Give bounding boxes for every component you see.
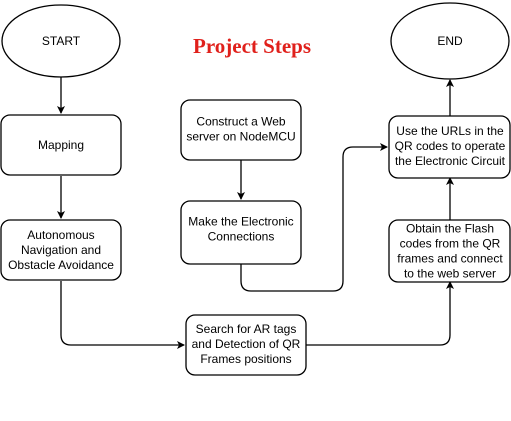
edges: [57, 77, 454, 349]
node-label-line: Construct a Web: [196, 115, 285, 129]
node-label-line: Obtain the Flash: [406, 222, 494, 236]
svg-text:Mapping: Mapping: [38, 138, 84, 152]
node-label-line: Search for AR tags: [196, 322, 297, 336]
node-label-line: END: [437, 34, 463, 48]
edge-connections-to-use-urls: [240, 143, 388, 292]
node-label-line: Frames positions: [200, 352, 291, 366]
svg-text:START: START: [42, 34, 81, 48]
node-label-line: Autonomous: [27, 228, 94, 242]
node-label-line: Navigation and: [21, 243, 101, 257]
node-label-line: and Detection of QR: [192, 337, 301, 351]
node-label-line: the Electronic Circuit: [395, 154, 506, 168]
node-mapping: Mapping: [0, 114, 122, 176]
node-label-line: to the web server: [404, 267, 496, 281]
node-label-line: Mapping: [38, 138, 84, 152]
node-label-line: QR codes to operate: [395, 139, 506, 153]
edge-navigation-to-search: [60, 281, 185, 349]
node-label-line: START: [42, 34, 81, 48]
node-label-line: Use the URLs in the: [396, 124, 504, 138]
node-label-line: Make the Electronic: [188, 215, 293, 229]
node-label-line: Connections: [208, 230, 275, 244]
node-label-line: Obstacle Avoidance: [8, 258, 114, 272]
diagram-title: Project Steps: [193, 34, 311, 58]
node-label-line: frames and connect: [397, 252, 503, 266]
node-label-line: server on NodeMCU: [186, 130, 295, 144]
svg-text:END: END: [437, 34, 463, 48]
node-end: END: [390, 2, 510, 80]
edge-search-to-obtain-flash: [306, 281, 454, 346]
node-start: START: [1, 4, 121, 78]
node-label-line: codes from the QR: [400, 237, 501, 251]
